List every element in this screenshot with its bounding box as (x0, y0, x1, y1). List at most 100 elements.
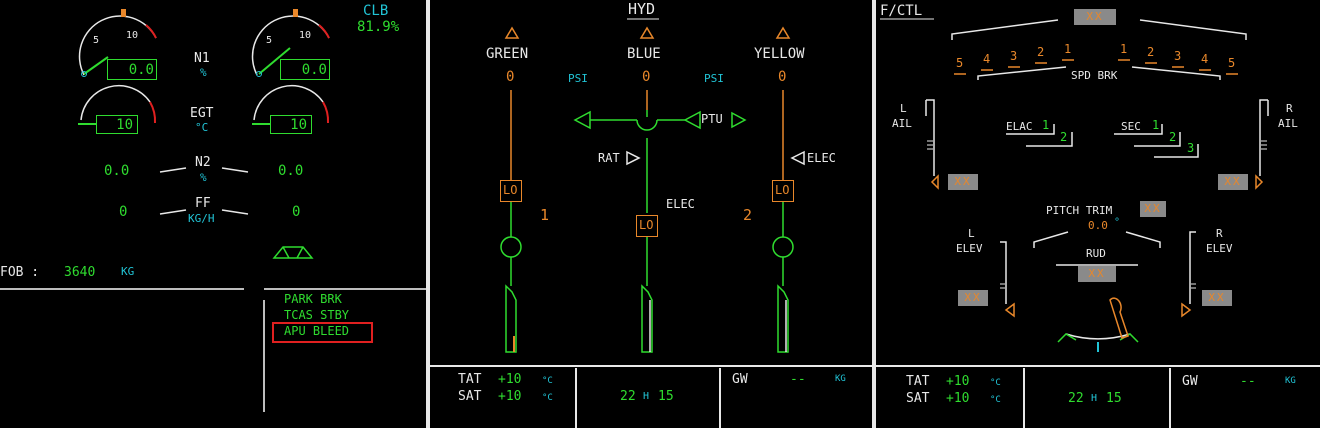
sat-value: +10 (498, 389, 522, 404)
hyd-psi-label-left: PSI (568, 72, 588, 85)
n1-tick-5-right: 5 (266, 35, 273, 46)
memo-apu-bleed: APU BLEED (284, 324, 350, 338)
hyd-yellow-lo-box: LO (772, 180, 794, 202)
ff-left-value: 0 (119, 204, 128, 220)
ff-right-value: 0 (292, 204, 301, 220)
n2-unit: % (200, 171, 207, 184)
sec-1: 1 (1152, 118, 1160, 132)
pitch-trim-xx: XX (1140, 201, 1166, 217)
hyd-green-lo-box: LO (500, 180, 522, 202)
fctl-tat-unit: °C (990, 378, 1001, 388)
n1-label: N1 (194, 51, 210, 66)
hyd-eng2-label: 2 (743, 206, 753, 224)
sec-2: 2 (1169, 130, 1177, 144)
thrust-mode: CLB (363, 3, 389, 19)
hyd-page: HYD GREEN BLUE YELLOW 0 0 0 PSI PSI PTU … (430, 0, 872, 428)
utc-separator: H (643, 391, 650, 402)
hyd-blue-label: BLUE (627, 46, 661, 62)
engine-graphics (0, 9, 426, 412)
egt-right-readout: 10 (270, 115, 312, 134)
sat-unit: °C (542, 393, 553, 403)
l-elev-xx: XX (958, 290, 988, 306)
fctl-graphics (876, 18, 1320, 428)
panel-divider-1 (426, 0, 430, 428)
egt-right-gauge (252, 85, 330, 125)
fob-value: 3640 (64, 265, 96, 280)
spoiler-right-5: 5 (1228, 56, 1236, 70)
n1-tick-10-right: 10 (299, 30, 312, 41)
fctl-page: F/CTL XX 5 4 3 2 1 1 2 3 4 5 SPD BRK L A… (876, 0, 1320, 428)
n2-left-value: 0.0 (104, 163, 130, 179)
hyd-title: HYD (628, 0, 656, 18)
fctl-utc-hours: 22 (1068, 391, 1084, 406)
engine-warning-display: 5 10 5 10 CLB 81.9% 0.0 0.0 N1 % 10 10 E… (0, 0, 426, 428)
l-elev-label-l: L (968, 227, 975, 240)
egt-left-readout: 10 (96, 115, 138, 134)
fctl-tat-value: +10 (946, 374, 970, 389)
elac-2: 2 (1060, 130, 1068, 144)
egt-left-gauge (78, 85, 157, 125)
hyd-yellow-label: YELLOW (754, 46, 805, 62)
fctl-utc-separator: H (1091, 393, 1098, 404)
fctl-utc-minutes: 15 (1106, 391, 1122, 406)
fctl-sat-label: SAT (906, 391, 930, 406)
fctl-sat-unit: °C (990, 395, 1001, 405)
fctl-tat-label: TAT (906, 374, 930, 389)
spd-brk-label: SPD BRK (1071, 69, 1118, 82)
hyd-ptu-label: PTU (701, 112, 723, 126)
utc-minutes: 15 (658, 389, 674, 404)
hyd-elec-yellow-label: ELEC (807, 151, 836, 165)
fctl-title: F/CTL (880, 3, 923, 19)
n2-right-value: 0.0 (278, 163, 304, 179)
spoiler-right-3: 3 (1174, 49, 1182, 63)
spoiler-right-4: 4 (1201, 52, 1209, 66)
sec-3: 3 (1187, 141, 1195, 155)
spoiler-left-2: 2 (1037, 45, 1045, 59)
hyd-blue-lo-box: LO (636, 215, 658, 237)
ff-unit: KG/H (188, 212, 215, 225)
tat-label: TAT (458, 372, 482, 387)
gw-label: GW (732, 372, 748, 387)
spoiler-left-3: 3 (1010, 49, 1018, 63)
spoiler-left-5: 5 (956, 56, 964, 70)
r-elev-label-elev: ELEV (1206, 242, 1233, 255)
egt-unit: °C (195, 121, 209, 134)
panel-divider-2 (872, 0, 876, 428)
rud-label: RUD (1086, 247, 1106, 260)
fctl-gw-label: GW (1182, 374, 1198, 389)
elac-label: ELAC (1006, 120, 1033, 133)
spoiler-left-4: 4 (983, 52, 991, 66)
hyd-rat-label: RAT (598, 151, 620, 165)
fctl-sat-value: +10 (946, 391, 970, 406)
fctl-gw-unit: KG (1285, 376, 1296, 386)
sec-label: SEC (1121, 120, 1141, 133)
n1-tick-10-left: 10 (126, 30, 139, 41)
l-ail-xx: XX (948, 174, 978, 190)
n1-right-gauge (251, 9, 330, 77)
rud-xx: XX (1078, 266, 1116, 282)
hyd-elec-blue-label: ELEC (666, 197, 695, 211)
pitch-trim-value: 0.0 (1088, 219, 1108, 232)
l-ail-label-ail: AIL (892, 117, 912, 130)
gw-value: -- (790, 372, 806, 387)
pitch-trim-unit: ° (1114, 217, 1121, 228)
r-ail-label-ail: AIL (1278, 117, 1298, 130)
hyd-blue-psi: 0 (642, 69, 651, 85)
r-elev-xx: XX (1202, 290, 1232, 306)
fob-label: FOB : (0, 265, 40, 280)
tat-unit: °C (542, 376, 553, 386)
hyd-eng1-label: 1 (540, 206, 550, 224)
l-ail-label-l: L (900, 102, 907, 115)
memo-tcas-stby: TCAS STBY (284, 308, 350, 322)
egt-label: EGT (190, 106, 214, 121)
spd-brk-xx: XX (1074, 9, 1116, 25)
r-ail-xx: XX (1218, 174, 1248, 190)
n2-label: N2 (195, 155, 211, 170)
r-elev-label-r: R (1216, 227, 1223, 240)
fob-unit: KG (121, 265, 135, 278)
utc-hours: 22 (620, 389, 636, 404)
elac-1: 1 (1042, 118, 1050, 132)
r-ail-label-r: R (1286, 102, 1293, 115)
hyd-yellow-psi: 0 (778, 69, 787, 85)
l-elev-label-elev: ELEV (956, 242, 983, 255)
